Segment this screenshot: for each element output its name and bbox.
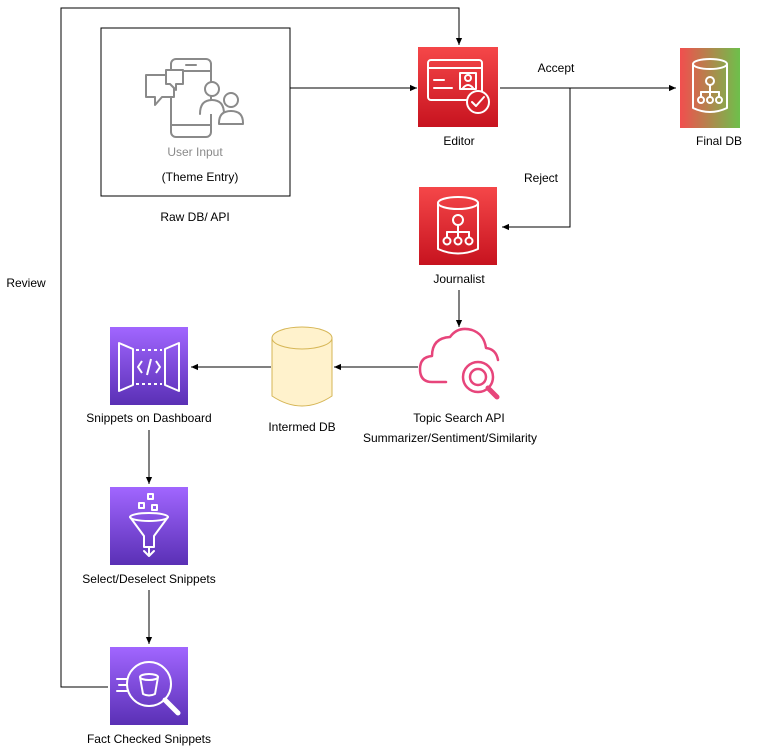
edge-review-loop xyxy=(60,7,463,688)
snippets-dashboard-node[interactable]: Snippets on Dashboard xyxy=(86,327,212,425)
topic-search-sublabel: Summarizer/Sentiment/Similarity xyxy=(363,431,537,445)
user-input-caption: Raw DB/ API xyxy=(160,210,229,224)
journalist-node[interactable]: Journalist xyxy=(419,187,497,286)
database-icon xyxy=(437,196,479,255)
cloud-search-icon xyxy=(418,327,500,400)
api-gateway-icon xyxy=(118,342,180,392)
edge-editor-to-journalist xyxy=(502,88,571,231)
topic-search-node[interactable]: Topic Search API Summarizer/Sentiment/Si… xyxy=(363,327,537,445)
cylinder-shape xyxy=(271,326,333,407)
final-db-label: Final DB xyxy=(696,134,742,148)
snippets-dashboard-label: Snippets on Dashboard xyxy=(86,411,211,425)
fact-checked-node[interactable]: Fact Checked Snippets xyxy=(87,647,211,746)
accept-label-bg xyxy=(530,59,582,76)
edges xyxy=(60,7,676,688)
user-input-node[interactable]: User Input (Theme Entry) Raw DB/ API xyxy=(100,27,291,224)
edge-label-reject: Reject xyxy=(524,171,559,185)
intermed-db-node[interactable]: Intermed DB xyxy=(268,326,336,434)
user-input-icon xyxy=(145,58,244,138)
topic-search-label: Topic Search API xyxy=(413,411,504,425)
fact-checked-label: Fact Checked Snippets xyxy=(87,732,211,746)
filter-funnel-icon xyxy=(129,493,169,557)
edge-label-review: Review xyxy=(6,276,46,290)
user-input-label: User Input xyxy=(167,145,223,159)
bucket-search-icon xyxy=(116,661,181,716)
intermed-db-label: Intermed DB xyxy=(268,420,335,434)
select-snippets-node[interactable]: Select/Deselect Snippets xyxy=(82,487,216,586)
review-label-bg xyxy=(4,273,50,291)
final-db-node[interactable]: Final DB xyxy=(680,48,742,148)
user-input-sublabel: (Theme Entry) xyxy=(162,170,239,184)
editor-node[interactable]: Editor xyxy=(418,47,498,148)
editor-label: Editor xyxy=(443,134,474,148)
user-input-box xyxy=(100,27,291,197)
select-snippets-label: Select/Deselect Snippets xyxy=(82,572,215,586)
identity-check-icon xyxy=(427,59,490,114)
journalist-label: Journalist xyxy=(433,272,485,286)
edge-label-accept: Accept xyxy=(538,61,575,75)
database-icon xyxy=(692,58,728,113)
